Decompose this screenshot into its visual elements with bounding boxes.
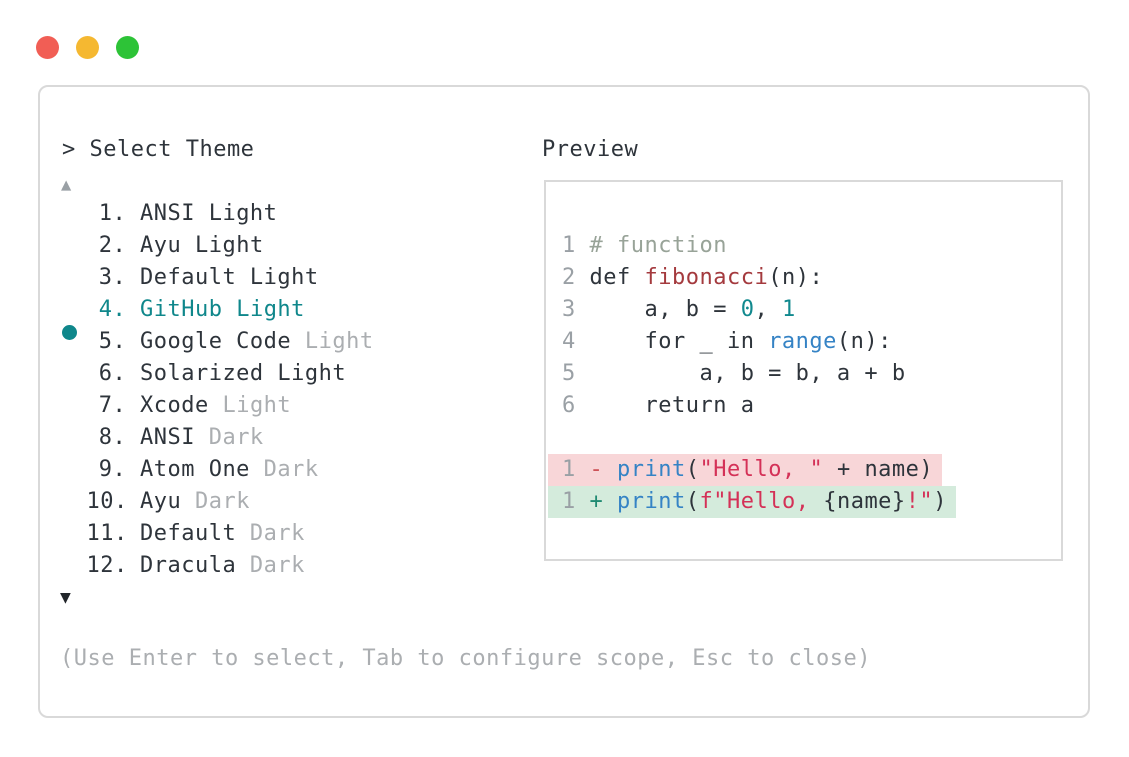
code-line: 2 def fibonacci(n): [562,265,824,290]
diff-line-deletion: 1 - print("Hello, " + name) [548,454,1061,486]
help-footer: (Use Enter to select, Tab to configure s… [60,646,871,671]
theme-option-1[interactable]: 1. ANSI Light [98,201,278,226]
code-line: 4 for _ in range(n): [562,329,892,354]
code-line: 3 a, b = 0, 1 [562,297,796,322]
zoom-button[interactable] [116,36,139,59]
theme-option-12[interactable]: 12. Dracula Dark [86,553,305,578]
theme-option-2[interactable]: 2. Ayu Light [98,233,264,258]
theme-option-7[interactable]: 7. Xcode Light [98,393,292,418]
code-line: 1 # function [562,233,727,258]
window-controls [36,36,139,59]
diff-lines: 1 - print("Hello, " + name)1 + print(f"H… [548,454,1061,518]
code-line: 5 a, b = b, a + b [562,361,906,386]
close-button[interactable] [36,36,59,59]
code-lines: 1 # function 2 def fibonacci(n): 3 a, b = … [562,230,1061,422]
theme-selector-window: > Select Theme Preview ▲ 1. ANSI Light 2.… [38,85,1090,718]
diff-line-insertion: 1 + print(f"Hello, {name}!") [548,486,1061,518]
code-line: 6 return a [562,393,755,418]
scroll-down-icon[interactable]: ▼ [60,587,72,608]
theme-list: 1. ANSI Light 2. Ayu Light 3. Default Ligh… [60,198,374,582]
theme-option-11[interactable]: 11. Default Dark [86,521,305,546]
theme-option-10[interactable]: 10. Ayu Dark [86,489,250,514]
theme-option-5[interactable]: 5. Google Code Light [98,329,374,354]
minimize-button[interactable] [76,36,99,59]
theme-option-3[interactable]: 3. Default Light [98,265,319,290]
theme-option-4[interactable]: 4. GitHub Light [60,294,374,340]
theme-option-8[interactable]: 8. ANSI Dark [98,425,264,450]
selected-indicator-dot [62,325,77,340]
preview-pane: 1 # function 2 def fibonacci(n): 3 a, b = … [544,180,1063,561]
theme-option-6[interactable]: 6. Solarized Light [98,361,347,386]
theme-option-9[interactable]: 9. Atom One Dark [98,457,319,482]
select-theme-prompt: > Select Theme [62,137,255,162]
scroll-up-icon[interactable]: ▲ [61,175,72,195]
preview-title: Preview [542,137,639,162]
